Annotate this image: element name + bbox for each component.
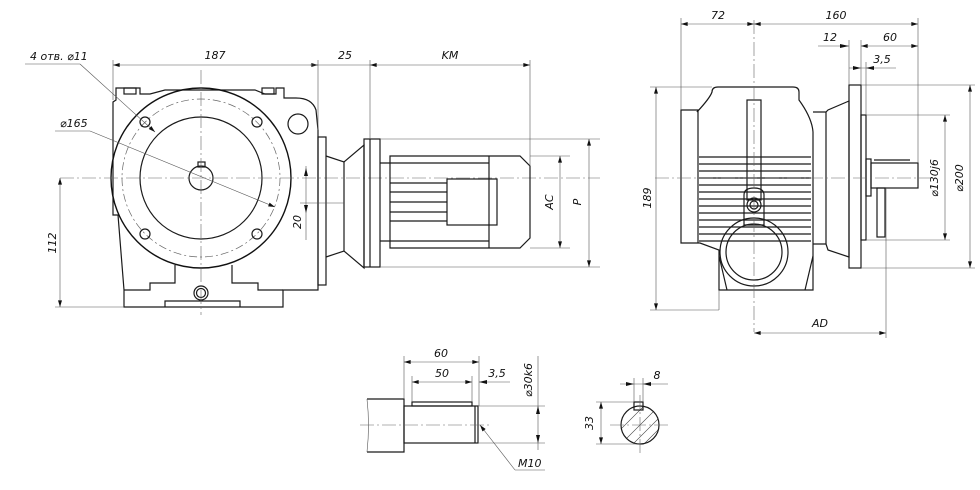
dim-diameter-30k6: ⌀30k6 — [522, 363, 535, 397]
front-dimensions: 187 25 KM 4 отв. ⌀11 ⌀165 112 20 AC P — [25, 49, 600, 308]
dim-160: 160 — [826, 9, 847, 22]
dim-diameter-130j6: ⌀130j6 — [928, 159, 941, 197]
output-shaft — [870, 162, 919, 189]
front-view — [60, 70, 600, 315]
key — [411, 401, 473, 407]
dim-offset-20: 20 — [291, 215, 304, 229]
side-flange — [848, 84, 862, 269]
dim-key-width-8: 8 — [654, 369, 661, 382]
dim-12: 12 — [823, 31, 837, 44]
bolt-hole — [251, 228, 263, 240]
bolt-hole — [251, 116, 263, 128]
motor-adapter — [325, 143, 365, 270]
bolt-hole — [139, 228, 151, 240]
dim-AD: AD — [811, 317, 828, 330]
dim-width-187: 187 — [205, 49, 226, 62]
bolt-hole — [139, 116, 151, 128]
dim-diameter-165: ⌀165 — [60, 117, 88, 130]
dim-189: 189 — [641, 188, 654, 209]
dim-holes-4x11: 4 отв. ⌀11 — [30, 50, 88, 63]
dim-height-112: 112 — [46, 233, 59, 254]
dim-60-side: 60 — [883, 31, 897, 44]
gearbox-side-housing — [680, 86, 814, 291]
shaft-detail: 60 50 3,5 ⌀30k6 M10 — [360, 347, 545, 471]
motor-body — [389, 155, 531, 249]
dim-shaft-60: 60 — [434, 347, 448, 360]
dim-motor-length-KM: KM — [442, 49, 459, 62]
dim-flange-P: P — [571, 198, 584, 205]
dim-thread-M10: M10 — [518, 457, 542, 470]
motor-flange — [363, 138, 381, 268]
dim-height-33: 33 — [583, 416, 596, 430]
shaft-end — [403, 405, 479, 444]
dim-3-5-side: 3,5 — [873, 53, 891, 66]
side-dimensions: 72 160 12 60 3,5 189 ⌀130j6 ⌀200 AD — [641, 9, 975, 338]
dim-gap-25: 25 — [338, 49, 352, 62]
dim-motor-AC: AC — [543, 194, 556, 211]
gearbox-housing — [112, 87, 319, 308]
key-slot — [633, 401, 644, 411]
cooling-fins — [699, 156, 811, 242]
dim-shaft-3-5: 3,5 — [488, 367, 506, 380]
side-view — [655, 20, 930, 332]
dim-diameter-200: ⌀200 — [953, 164, 966, 192]
dim-72: 72 — [711, 9, 725, 22]
lifting-eye — [287, 113, 309, 135]
dim-key-50: 50 — [435, 367, 449, 380]
key-section: 8 33 — [583, 369, 670, 455]
